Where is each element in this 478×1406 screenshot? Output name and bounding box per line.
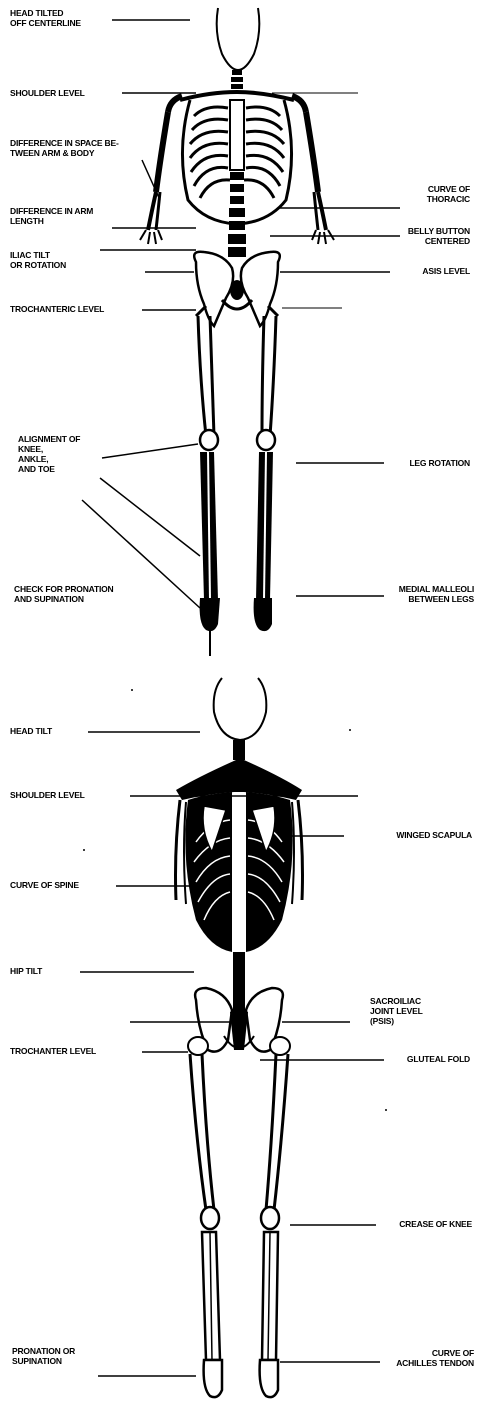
back-skeleton [176,678,303,1397]
label-curve-thoracic: CURVE OF THORACIC [427,184,470,204]
label-belly-button: BELLY BUTTON CENTERED [408,226,470,246]
label-head-tilted: HEAD TILTED OFF CENTERLINE [10,8,81,28]
front-skull [217,8,260,70]
label-asis-level: ASIS LEVEL [422,266,470,276]
label-iliac-tilt: ILIAC TILT OR ROTATION [10,250,66,270]
label-curve-of-spine: CURVE OF SPINE [10,880,79,890]
label-trochanter-level: TROCHANTER LEVEL [10,1046,96,1056]
front-pelvis [194,252,233,326]
label-medial-malleoli: MEDIAL MALLEOLI BETWEEN LEGS [399,584,474,604]
label-alignment: ALIGNMENT OF KNEE, ANKLE, AND TOE [18,434,80,474]
front-skeleton [140,8,334,656]
label-crease-of-knee: CREASE OF KNEE [399,1219,472,1229]
back-skull [214,678,267,740]
label-achilles-curve: CURVE OF ACHILLES TENDON [396,1348,474,1368]
label-arm-length: DIFFERENCE IN ARM LENGTH [10,206,93,226]
label-pronation-check: CHECK FOR PRONATION AND SUPINATION [14,584,113,604]
label-trochanteric-level: TROCHANTERIC LEVEL [10,304,104,314]
label-back-head-tilt: HEAD TILT [10,726,52,736]
label-sacroiliac-joint: SACROILIAC JOINT LEVEL (PSIS) [370,996,423,1026]
label-shoulder-level: SHOULDER LEVEL [10,88,85,98]
label-winged-scapula: WINGED SCAPULA [396,830,472,840]
label-leg-rotation: LEG ROTATION [409,458,470,468]
label-hip-tilt: HIP TILT [10,966,42,976]
label-arm-space: DIFFERENCE IN SPACE BE- TWEEN ARM & BODY [10,138,119,158]
label-gluteal-fold: GLUTEAL FOLD [407,1054,470,1064]
label-pronation-supination: PRONATION OR SUPINATION [12,1346,75,1366]
label-back-shoulder-level: SHOULDER LEVEL [10,790,85,800]
